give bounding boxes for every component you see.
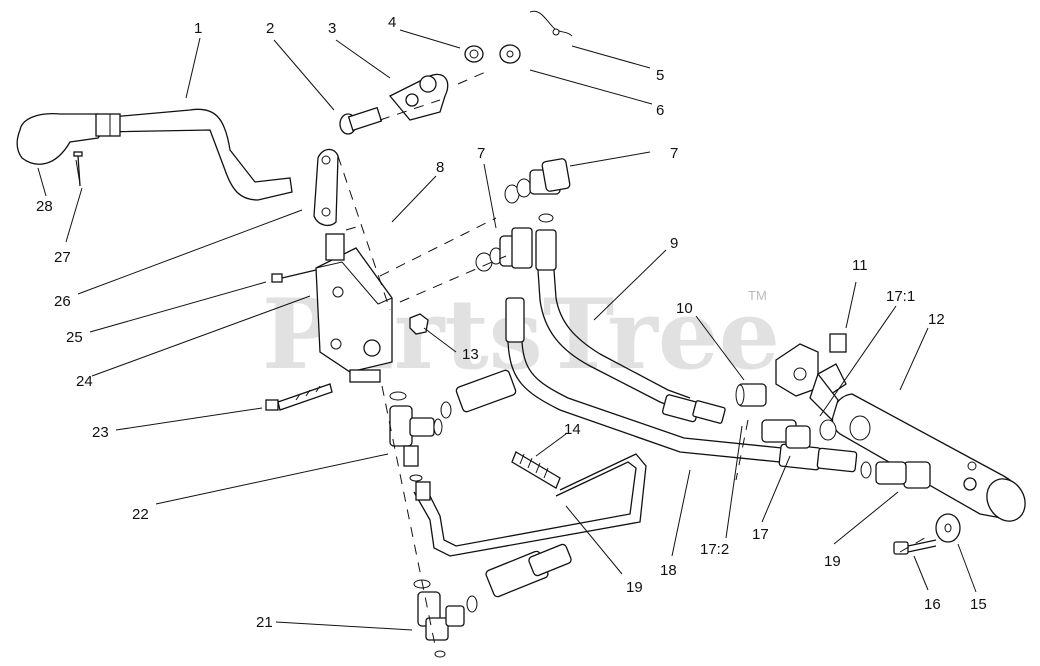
fitting-17 (761, 419, 837, 449)
callout-12: 12 (928, 311, 945, 328)
valve-body (315, 233, 393, 383)
callout-17-2: 17:2 (700, 541, 729, 558)
callout-24: 24 (76, 373, 93, 390)
bolt-25 (271, 269, 317, 283)
control-lever (16, 108, 293, 201)
callout-13: 13 (462, 346, 479, 363)
clevis-11 (775, 333, 847, 397)
callout-18: 18 (660, 562, 677, 579)
callout-9: 9 (670, 235, 678, 252)
leader-lines (37, 29, 977, 631)
callout-19: 19 (626, 579, 643, 596)
callout-28: 28 (36, 198, 53, 215)
callout-25: 25 (66, 329, 83, 346)
knob-screw (73, 151, 83, 187)
hose-18 (505, 297, 858, 473)
callout-4: 4 (388, 14, 396, 31)
callout-7-lower: 19 (824, 553, 841, 570)
callout-22: 22 (132, 506, 149, 523)
bolt-16 (893, 539, 937, 555)
callout-8: 8 (436, 159, 444, 176)
callout-7-upper-right: 7 (670, 145, 678, 162)
cylinder-rod (809, 372, 839, 422)
bracket (313, 148, 339, 227)
bolt-23 (265, 383, 333, 411)
callout-labels: 1 2 3 4 5 6 7 7 19 8 9 10 11 17:1 12 13 … (36, 14, 987, 631)
tee-fitting-22 (389, 391, 443, 482)
callout-26: 26 (54, 293, 71, 310)
hose-9 (535, 229, 726, 424)
elbow-fitting-21 (413, 579, 465, 658)
callout-17: 17 (752, 526, 769, 543)
watermark-trademark: TM (748, 288, 767, 303)
fitting-7-cylinder (860, 461, 907, 485)
tube-19 (413, 451, 647, 557)
callout-14: 14 (564, 421, 581, 438)
pivot-assembly (339, 10, 573, 135)
fitting-pair-lower (440, 369, 572, 613)
elbow-fitting-7-mid (475, 227, 533, 272)
callout-1: 1 (194, 20, 202, 37)
callout-10: 10 (676, 300, 693, 317)
nut-13 (409, 313, 429, 335)
callout-17-1: 17:1 (886, 288, 915, 305)
hydraulic-cylinder (831, 393, 1026, 522)
callout-23: 23 (92, 424, 109, 441)
fitting-10 (735, 383, 767, 407)
callout-15: 15 (970, 596, 987, 613)
callout-7-upper-left: 7 (477, 145, 485, 162)
callout-6: 6 (656, 102, 664, 119)
callout-11: 11 (852, 257, 868, 274)
callout-5: 5 (656, 67, 664, 84)
elbow-fitting-7-top (504, 158, 571, 223)
callout-2: 2 (266, 20, 274, 37)
callout-3: 3 (328, 20, 336, 37)
washer-15 (935, 513, 961, 543)
callout-21: 21 (256, 614, 273, 631)
callout-27: 27 (54, 249, 71, 266)
callout-16: 16 (924, 596, 941, 613)
